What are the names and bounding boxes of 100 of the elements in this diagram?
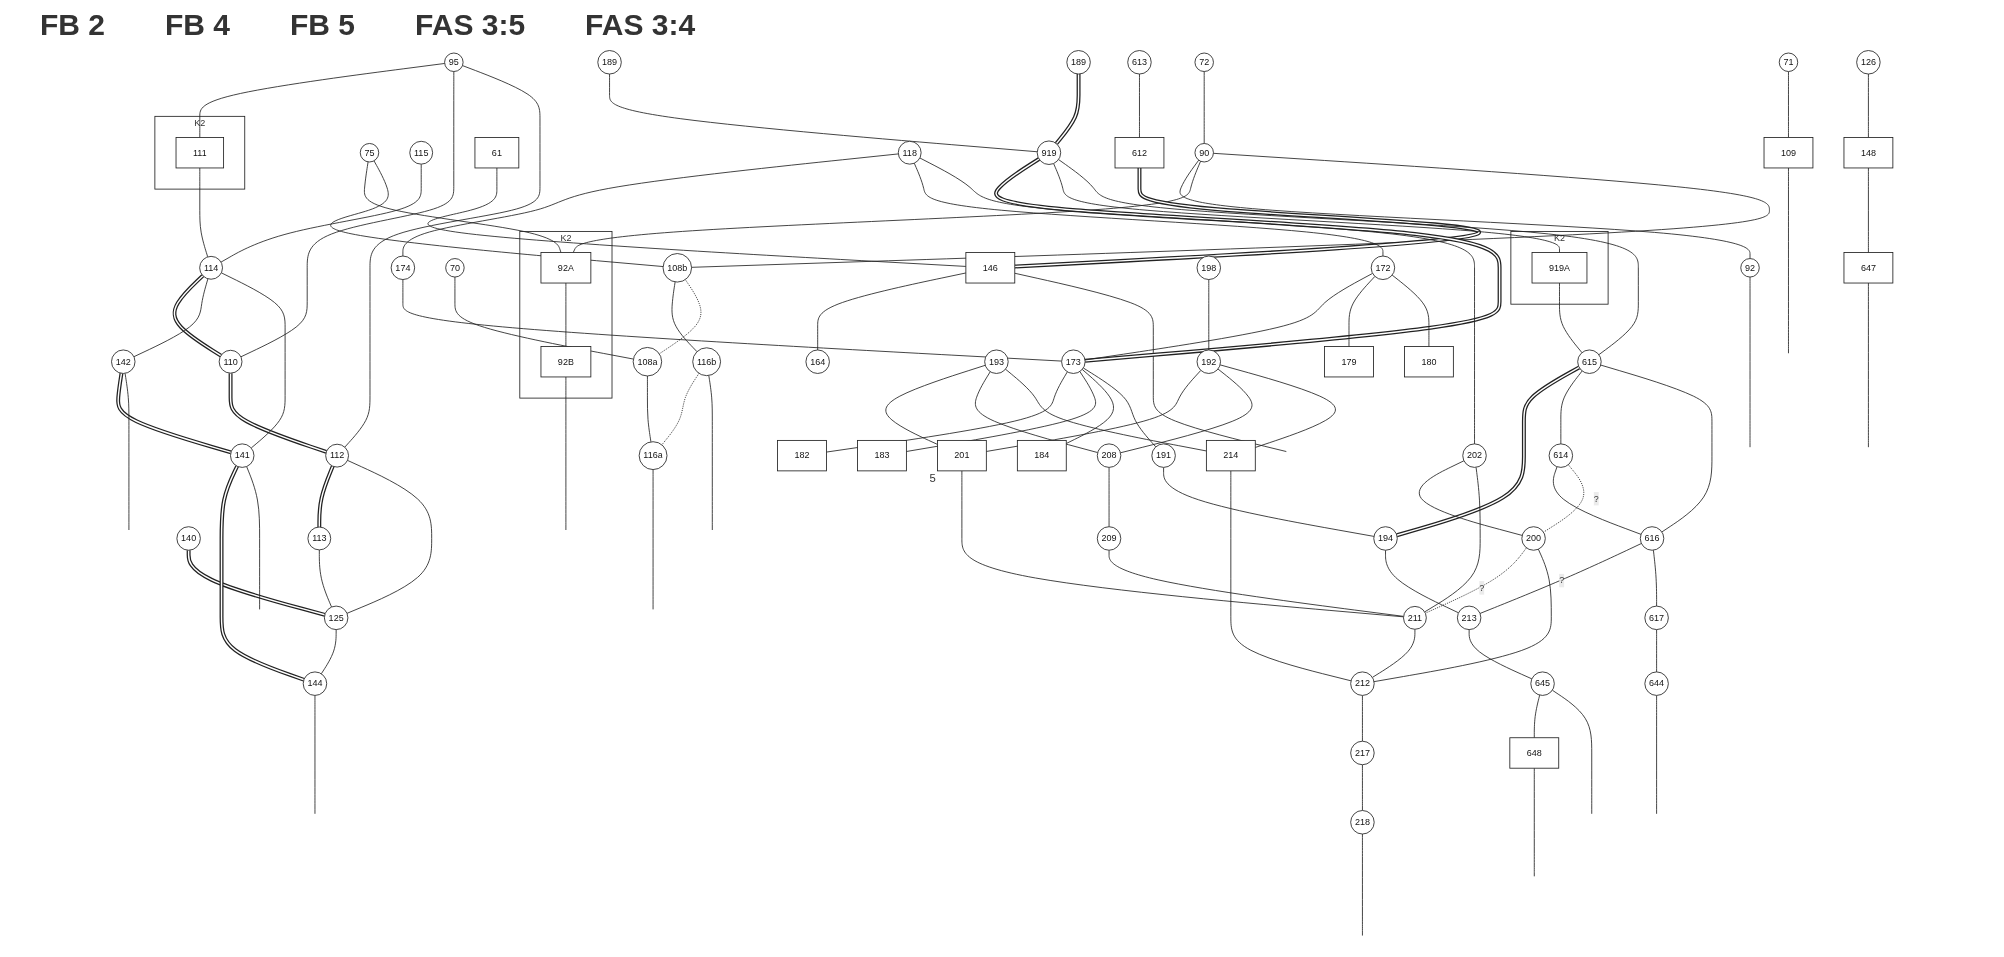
node-circle: 125 bbox=[323, 605, 349, 631]
connector-line bbox=[565, 376, 567, 531]
connector-line bbox=[1558, 282, 1583, 354]
node-box: 184 bbox=[1016, 440, 1067, 472]
node-circle: 919 bbox=[1036, 140, 1061, 165]
connector-line bbox=[1656, 695, 1657, 815]
connector-line bbox=[199, 167, 208, 258]
connector-line bbox=[994, 157, 1502, 363]
connector-line bbox=[133, 278, 209, 358]
node-circle: 140 bbox=[176, 526, 201, 551]
connector-line bbox=[317, 465, 335, 528]
node-box: 148 bbox=[1843, 137, 1894, 169]
connector-line bbox=[1373, 548, 1552, 683]
section-label: FB 2 bbox=[40, 8, 105, 42]
node-circle: 126 bbox=[1856, 50, 1881, 75]
connector-line bbox=[427, 167, 967, 267]
connector-line bbox=[1082, 367, 1156, 448]
node-circle: 198 bbox=[1196, 255, 1221, 280]
node-circle: 110 bbox=[218, 349, 243, 374]
connector-line bbox=[1396, 365, 1580, 538]
node-circle: 116b bbox=[692, 347, 721, 377]
connector-line bbox=[1600, 364, 1713, 533]
node-box: 612 bbox=[1114, 137, 1165, 169]
connector-line bbox=[454, 276, 634, 360]
connector-line bbox=[974, 371, 1098, 453]
connector-line bbox=[646, 375, 652, 443]
connector-line bbox=[1424, 547, 1527, 614]
connector-line bbox=[1542, 464, 1585, 533]
connector-line bbox=[1014, 167, 1480, 269]
connector-line bbox=[363, 161, 562, 253]
node-circle: 200 bbox=[1521, 526, 1546, 551]
node-box: 92A bbox=[540, 252, 592, 284]
connector-line bbox=[1533, 694, 1540, 739]
node-circle: 191 bbox=[1151, 443, 1176, 468]
connector-line bbox=[314, 695, 316, 815]
node-circle: 644 bbox=[1644, 671, 1669, 696]
connector-line bbox=[1560, 370, 1583, 445]
connector-line bbox=[1138, 73, 1140, 138]
connector-line bbox=[199, 63, 445, 138]
node-circle: 645 bbox=[1530, 671, 1555, 696]
connector-line bbox=[1084, 272, 1373, 361]
connector-line bbox=[690, 152, 1770, 268]
section-label: FB 5 bbox=[290, 8, 356, 42]
connector-line bbox=[240, 71, 455, 358]
node-circle: 164 bbox=[805, 349, 830, 374]
node-circle: 144 bbox=[302, 671, 327, 696]
connector-line bbox=[572, 160, 1201, 253]
connector-line bbox=[220, 163, 422, 263]
connector-line bbox=[1179, 159, 1751, 259]
connector-line bbox=[1108, 466, 1110, 528]
connector-line bbox=[658, 279, 702, 355]
node-box: 179 bbox=[1323, 346, 1374, 378]
node-circle: 108b bbox=[662, 253, 692, 283]
node-box: 180 bbox=[1403, 346, 1454, 378]
section-label: FAS 3:5 bbox=[415, 8, 526, 42]
connector-line bbox=[1361, 764, 1363, 811]
node-box: 146 bbox=[965, 252, 1015, 284]
node-circle: 617 bbox=[1644, 605, 1669, 631]
connector-line bbox=[1867, 282, 1869, 448]
connector-line bbox=[220, 272, 286, 449]
node-circle: 212 bbox=[1350, 671, 1375, 696]
node-circle: 173 bbox=[1061, 349, 1086, 374]
connector-line bbox=[1230, 470, 1352, 682]
node-circle: 211 bbox=[1402, 606, 1427, 630]
connector-line bbox=[608, 73, 1038, 153]
connector-line bbox=[219, 465, 305, 682]
connector-line bbox=[1163, 466, 1375, 537]
connector-line bbox=[1867, 167, 1869, 253]
connector-line bbox=[1361, 833, 1363, 936]
node-box: 201 bbox=[936, 440, 987, 472]
connector-line bbox=[919, 157, 1475, 445]
connector-line bbox=[1652, 549, 1657, 607]
node-circle: 70 bbox=[445, 258, 465, 278]
connector-line bbox=[817, 272, 967, 351]
connector-line bbox=[1867, 73, 1869, 138]
connector-line bbox=[1468, 629, 1533, 680]
node-circle: 213 bbox=[1456, 605, 1482, 631]
node-circle: 193 bbox=[984, 349, 1009, 374]
connector-line bbox=[1533, 767, 1535, 877]
node-circle: 92 bbox=[1740, 258, 1760, 278]
connector-line bbox=[1014, 272, 1287, 452]
node-circle: 172 bbox=[1370, 255, 1395, 280]
connector-line bbox=[1065, 369, 1114, 444]
connector-line bbox=[1053, 163, 1560, 253]
node-circle: 118 bbox=[897, 140, 922, 165]
connector-line bbox=[1787, 71, 1789, 138]
section-label: FAS 3:4 bbox=[585, 8, 696, 42]
connector-line bbox=[1424, 466, 1481, 613]
connector-line bbox=[565, 282, 567, 347]
node-circle: 142 bbox=[110, 349, 136, 374]
connector-line bbox=[1057, 159, 1639, 356]
connector-line bbox=[1787, 167, 1789, 354]
connector-line bbox=[661, 372, 700, 446]
node-circle: 90 bbox=[1194, 143, 1214, 163]
node-circle: 113 bbox=[307, 526, 331, 551]
node-circle: 613 bbox=[1127, 50, 1152, 75]
connector-line bbox=[115, 373, 232, 455]
node-box: 92B bbox=[540, 346, 592, 378]
node-box: 183 bbox=[856, 440, 907, 472]
node-box: 111 bbox=[175, 137, 224, 169]
